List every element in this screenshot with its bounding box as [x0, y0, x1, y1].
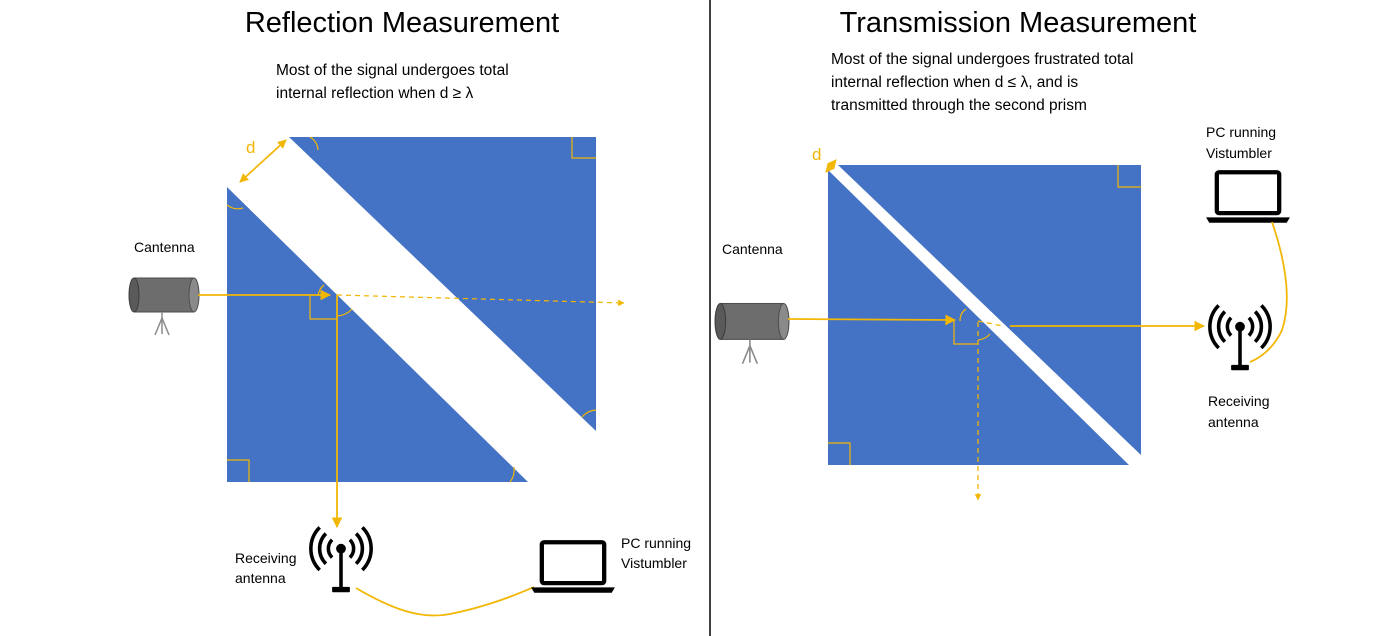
transmission-cable [1249, 221, 1288, 363]
reflection-pc-label-line-2: Vistumbler [621, 555, 687, 571]
transmission-cantenna-label: Cantenna [722, 241, 783, 257]
cantenna-icon [128, 277, 200, 336]
reflection-gap-label: d [246, 138, 255, 157]
angle-mark [953, 320, 978, 345]
laptop-icon [1206, 172, 1290, 223]
transmission-title: Transmission Measurement [840, 7, 1197, 39]
transmitted-ray-dashed [336, 294, 625, 307]
transmission-pc-label-line-1: PC running [1206, 124, 1276, 140]
angle-mark [226, 204, 244, 210]
transmission-receiver-label-line-2: antenna [1208, 414, 1259, 430]
transmission-description-line-1: Most of the signal undergoes frustrated … [831, 51, 1133, 68]
antenna-icon [311, 527, 371, 592]
angle-mark [336, 308, 353, 317]
reflection-receiver-label-line-1: Receiving [235, 550, 296, 566]
transmission-description-line-2: internal reflection when d ≤ λ, and is [831, 74, 1078, 91]
reflection-panel: Reflection Measurement Most of the signa… [128, 7, 691, 617]
transmission-lower-prism [828, 170, 1129, 465]
right-angle-mark [1117, 165, 1141, 188]
transmission-description-line-3: transmitted through the second prism [831, 97, 1087, 114]
reflection-description-line-1: Most of the signal undergoes total [276, 62, 509, 79]
transmission-gap-label: d [812, 145, 821, 164]
angle-mark [977, 333, 991, 341]
transmission-upper-prism [838, 165, 1141, 455]
reflection-title: Reflection Measurement [245, 7, 559, 39]
transmission-panel: Transmission Measurement Most of the sig… [714, 7, 1290, 501]
angle-mark [959, 308, 967, 322]
antenna-icon [1210, 305, 1270, 370]
incident-ray [787, 314, 957, 326]
cantenna-icon [714, 302, 790, 365]
angle-mark [317, 284, 325, 297]
reflection-cantenna-label: Cantenna [134, 239, 195, 255]
transmission-pc-label-line-2: Vistumbler [1206, 145, 1272, 161]
transmission-receiver-label-line-1: Receiving [1208, 393, 1269, 409]
reflection-pc-label-line-1: PC running [621, 535, 691, 551]
angle-mark [581, 409, 597, 418]
reflection-cable [355, 586, 535, 617]
gap-d-arrow [239, 139, 287, 183]
angle-mark [509, 466, 515, 483]
reflection-lower-prism [227, 187, 528, 482]
right-angle-mark [828, 442, 851, 465]
reflection-description-line-2: internal reflection when d ≥ λ [276, 85, 473, 102]
right-angle-mark [227, 459, 250, 482]
ray-in-gap [977, 320, 1004, 327]
gap-d-arrow [825, 159, 837, 173]
laptop-icon [531, 542, 615, 593]
reflection-receiver-label-line-2: antenna [235, 570, 286, 586]
angle-mark [309, 136, 319, 151]
right-angle-mark [571, 137, 596, 159]
reflection-upper-prism [289, 137, 596, 431]
angle-mark [309, 295, 337, 320]
